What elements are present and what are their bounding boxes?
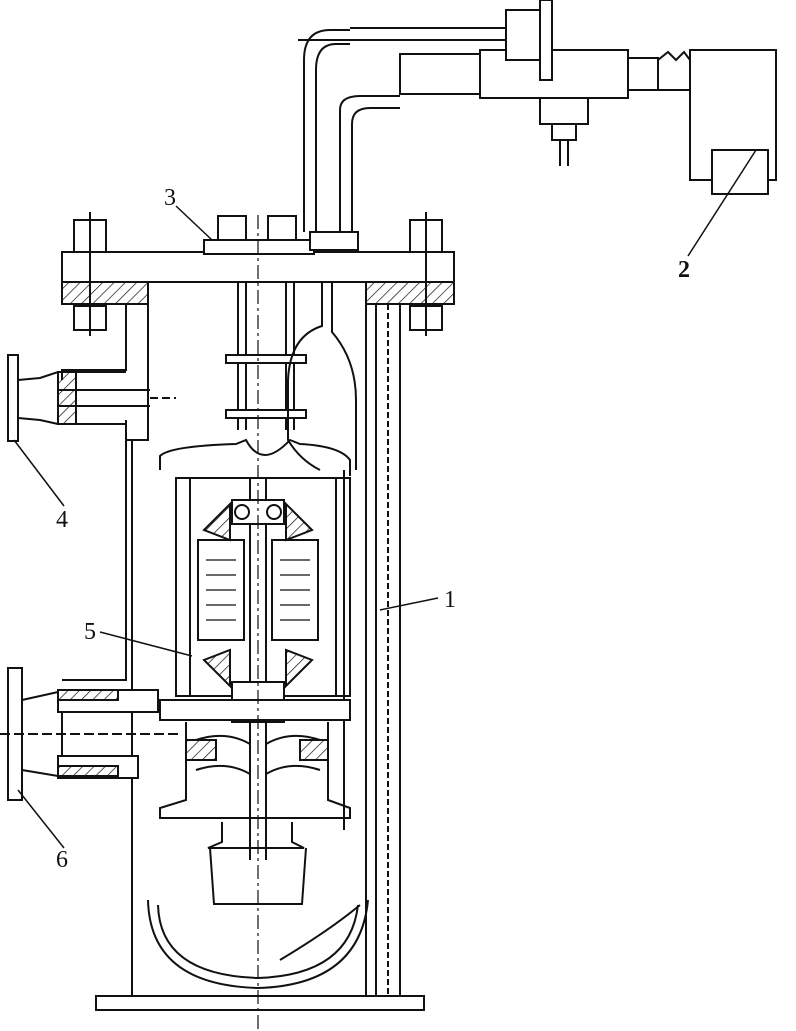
flange-bolts	[73, 212, 443, 336]
leader-lines	[13, 149, 757, 849]
motor-pump-unit	[159, 215, 357, 1031]
label-shell: 1	[444, 587, 456, 613]
label-motor-pump: 5	[84, 619, 96, 645]
label-top-flange: 3	[164, 185, 176, 211]
label-inlet: 4	[56, 507, 68, 533]
label-outlet: 6	[56, 847, 68, 873]
outlet-nozzle	[0, 667, 180, 801]
junction-box-assembly	[298, 0, 777, 251]
label-junction-box: 2	[678, 257, 690, 283]
inlet-nozzle	[7, 354, 176, 442]
